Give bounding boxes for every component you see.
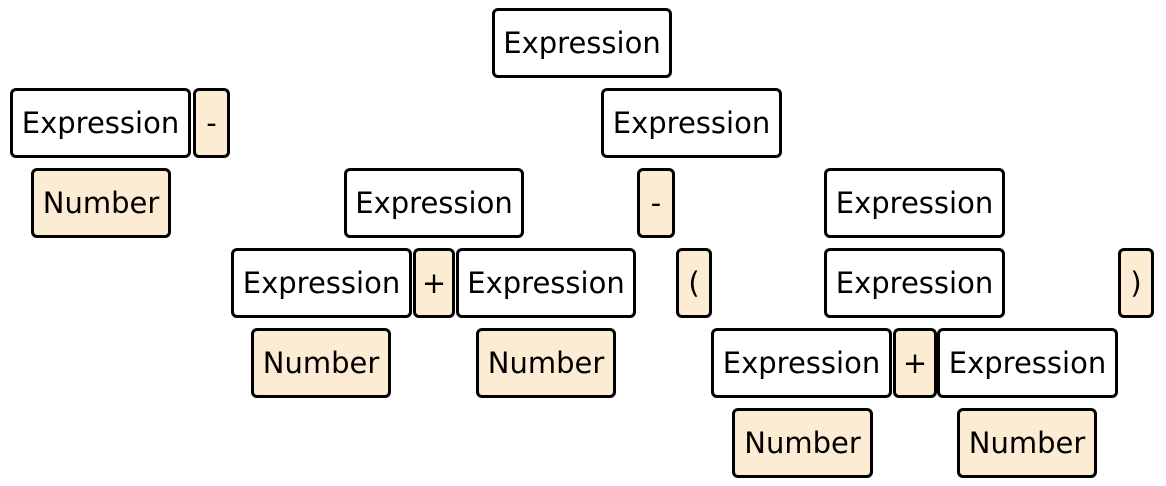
plus-token-node: +: [893, 328, 937, 398]
expression-node: Expression: [824, 248, 1005, 318]
minus-token-node: -: [637, 168, 675, 238]
number-token-node: Number: [476, 328, 616, 398]
expression-node: Expression: [937, 328, 1118, 398]
minus-token-node: -: [193, 88, 230, 158]
expression-node: Expression: [344, 168, 524, 238]
expression-node: Expression: [456, 248, 636, 318]
number-token-node: Number: [732, 408, 873, 478]
number-token-node: Number: [957, 408, 1097, 478]
number-token-node: Number: [31, 168, 171, 238]
expression-node: Expression: [231, 248, 412, 318]
plus-token-node: +: [413, 248, 455, 318]
left-paren-token-node: (: [676, 248, 712, 318]
expression-node: Expression: [711, 328, 892, 398]
expression-node: Expression: [10, 88, 191, 158]
expression-node: Expression: [601, 88, 782, 158]
expression-node-root: Expression: [492, 8, 672, 78]
expression-node: Expression: [824, 168, 1005, 238]
right-paren-token-node: ): [1118, 248, 1154, 318]
number-token-node: Number: [251, 328, 391, 398]
